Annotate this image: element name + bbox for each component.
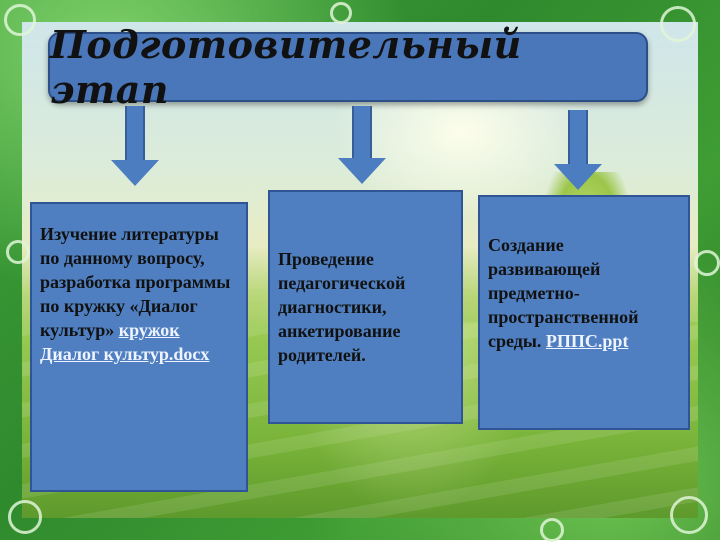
- swirl-ornament: [6, 240, 30, 264]
- page-title: Подготовительный этап: [50, 22, 522, 112]
- swirl-ornament: [660, 6, 696, 42]
- card-literature-study: Изучение литературы по данному вопросу, …: [30, 202, 248, 492]
- swirl-ornament: [694, 250, 720, 276]
- down-arrow-icon: [338, 106, 386, 186]
- card-environment: Создание развивающей предметно-пространс…: [478, 195, 690, 430]
- down-arrow-icon: [554, 110, 602, 190]
- swirl-ornament: [330, 2, 352, 24]
- swirl-ornament: [4, 4, 36, 36]
- swirl-ornament: [8, 500, 42, 534]
- card-text: Изучение литературы по данному вопросу, …: [40, 224, 231, 340]
- title-banner: Подготовительный этап: [48, 22, 648, 112]
- swirl-ornament: [540, 518, 564, 542]
- ppt-file-link[interactable]: РППС.ppt: [545, 331, 629, 351]
- card-text: Создание развивающей предметно-пространс…: [488, 235, 639, 351]
- card-diagnostics: Проведение педагогической диагностики, а…: [268, 190, 463, 424]
- down-arrow-icon: [111, 106, 159, 186]
- docx-file-link[interactable]: кружок Диалог культур.docx: [40, 320, 210, 364]
- swirl-ornament: [670, 496, 708, 534]
- card-text: Проведение педагогической диагностики, а…: [278, 249, 406, 365]
